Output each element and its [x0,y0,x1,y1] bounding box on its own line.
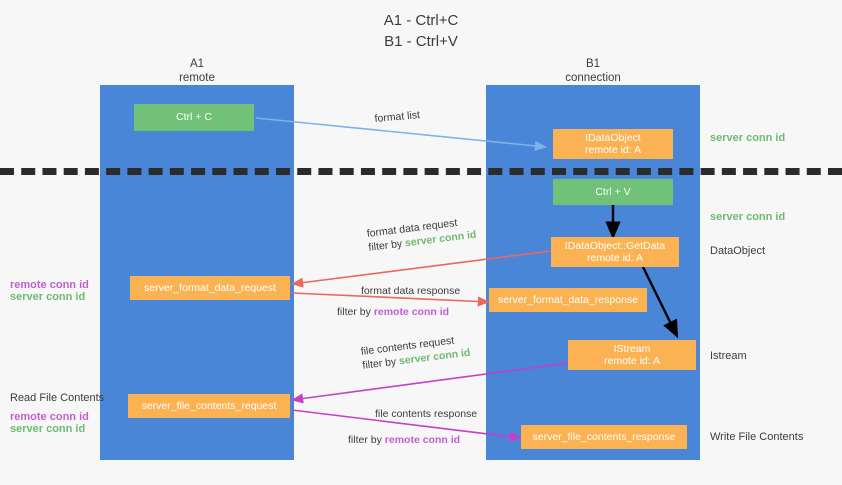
label-server-conn-id-mid: server conn id [710,211,786,223]
annotation-format-data-response: format data response [361,284,460,298]
annotation-file-contents-response-filter-prefix: filter by [348,434,385,446]
label-read-file-contents: Read File Contents [10,392,105,404]
annotation-file-contents-response: file contents response [375,407,477,421]
label-server-conn-id-lower: server conn id [10,423,86,435]
title-line-1: A1 - Ctrl+C [383,12,459,29]
box-server-format-data-request[interactable]: server_format_data_request [130,276,290,300]
label-istream: Istream [710,350,747,362]
annotation-file-contents-response-text: file contents response [375,408,478,420]
annotation-format-data-response-filter-prefix: filter by [337,306,374,318]
box-server-file-contents-request[interactable]: server_file_contents_request [128,394,290,418]
title-line-2: B1 - Ctrl+V [384,33,458,50]
annotation-format-data-response-text: format data response [361,285,461,297]
lane-b1-subtitle: connection [565,71,621,84]
lane-header-a1: A1 remote [100,58,294,85]
label-dataobject: DataObject [710,245,766,257]
box-idataobject[interactable]: IDataObject remote id: A [553,129,673,159]
box-server-format-data-response-label: server_format_data_response [497,293,639,306]
annotation-file-contents-response-filter-value: remote conn id [384,434,461,446]
label-remote-conn-id-lower: remote conn id [10,411,89,423]
annotation-file-contents-request: file contents request filter by server c… [360,332,471,373]
label-remote-conn-id-upper: remote conn id [10,279,89,291]
lane-header-b1: B1 connection [486,58,700,85]
page-title: A1 - Ctrl+C B1 - Ctrl+V [0,10,842,52]
box-server-file-contents-response[interactable]: server_file_contents_response [521,425,687,449]
annotation-format-data-request: format data request filter by server con… [366,214,477,255]
annotation-format-list: format list [374,108,421,126]
box-istream[interactable]: IStream remote id: A [568,340,696,370]
label-server-conn-id-top: server conn id [710,132,786,144]
box-ctrl-c[interactable]: Ctrl + C [134,104,254,131]
box-ctrl-c-label: Ctrl + C [176,111,212,124]
lane-a1-name: A1 [189,58,205,70]
lane-a1-subtitle: remote [179,71,215,84]
box-istream-title: IStream [613,342,651,355]
box-server-file-contents-request-label: server_file_contents_request [141,399,277,412]
box-server-file-contents-response-label: server_file_contents_response [532,430,676,443]
phase-divider [0,168,842,175]
lane-b1-name: B1 [585,58,601,70]
box-idataobject-getdata[interactable]: IDataObject::GetData remote id: A [551,237,679,267]
box-server-format-data-response[interactable]: server_format_data_response [489,288,647,312]
box-server-format-data-request-label: server_format_data_request [144,281,276,294]
annotation-file-contents-response-filter: filter by remote conn id [348,433,460,447]
box-ctrl-v[interactable]: Ctrl + V [553,179,673,205]
box-getdata-remote-id: remote id: A [586,252,644,264]
annotation-format-data-request-filter-prefix: filter by [367,237,406,254]
box-idataobject-title: IDataObject [585,131,641,144]
box-ctrl-v-label: Ctrl + V [595,185,631,198]
label-write-file-contents: Write File Contents [710,431,804,443]
annotation-format-data-response-filter-value: remote conn id [373,306,450,318]
annotation-format-data-response-filter: filter by remote conn id [337,305,449,319]
annotation-format-list-text: format list [374,109,421,125]
box-idataobject-remote-id: remote id: A [584,144,642,156]
box-istream-remote-id: remote id: A [603,355,661,367]
box-getdata-title: IDataObject::GetData [564,239,666,252]
annotation-file-contents-request-filter-prefix: filter by [361,355,400,372]
label-server-conn-id-upper: server conn id [10,291,86,303]
